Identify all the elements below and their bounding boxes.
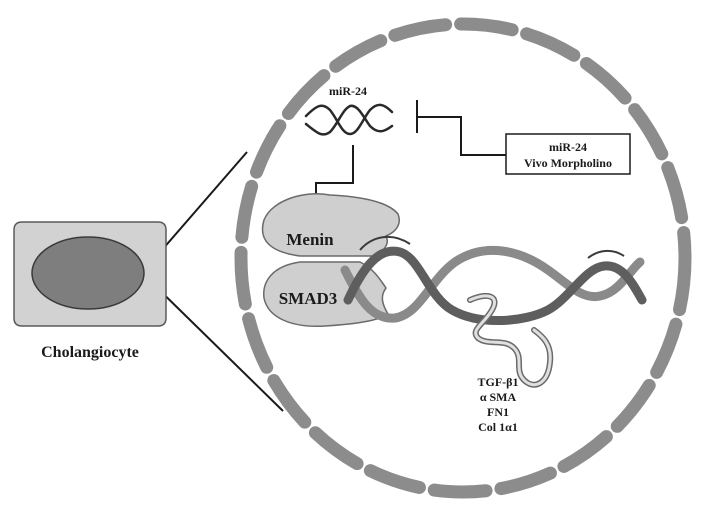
cholangiocyte-cell: [13, 221, 167, 327]
target-gene-2: α SMA: [480, 390, 517, 404]
nuclear-envelope: [234, 17, 692, 499]
morpholino-box: [505, 133, 631, 175]
smad3-label: SMAD3: [279, 289, 338, 308]
cholangiocyte-label: Cholangiocyte: [41, 344, 139, 361]
target-gene-3: FN1: [487, 405, 509, 419]
cell-nucleus: [31, 236, 145, 310]
mrna-transcript-inner: [468, 294, 552, 386]
dna-strand-outline-right: [587, 250, 625, 259]
mirna-wave-2: [304, 104, 394, 136]
target-gene-4: Col 1α1: [478, 420, 518, 434]
morpholino-label-line2: Vivo Morpholino: [524, 156, 612, 170]
dna-strand-back: [340, 246, 645, 323]
mirna-wave-1: [304, 103, 394, 136]
menin-label: Menin: [286, 230, 334, 249]
dna-strand-outline-top: [359, 235, 411, 251]
target-gene-1: TGF-β1: [478, 375, 519, 389]
morpholino-label-line1: miR-24: [549, 140, 587, 154]
inhibit-line-morpholino: [417, 116, 506, 156]
mirna-label: miR-24: [329, 84, 367, 98]
